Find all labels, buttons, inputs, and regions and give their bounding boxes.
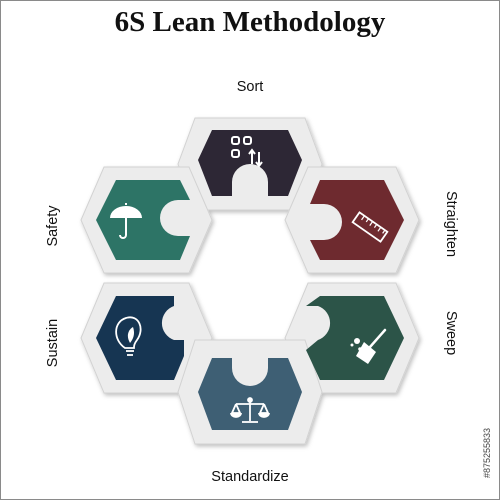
label-safety: Safety [45, 205, 61, 247]
safety-piece [96, 180, 190, 260]
hex-sustain-fill [96, 296, 184, 380]
ruler-icon [351, 211, 389, 243]
sweep-piece [306, 296, 404, 380]
lightbulb-leaf-icon [115, 316, 142, 356]
sort-piece [198, 130, 302, 196]
scales-icon [230, 397, 270, 423]
hex-straighten-fill [310, 180, 404, 260]
hex-sort-fill [198, 130, 302, 196]
broom-icon [350, 328, 387, 364]
label-sustain: Sustain [45, 318, 61, 368]
straighten-piece [310, 180, 404, 260]
sustain-piece [96, 296, 184, 380]
hex-sweep-fill [306, 296, 404, 380]
stock-id: #875255833 [482, 427, 492, 478]
umbrella-icon [110, 203, 142, 239]
label-sort: Sort [236, 79, 264, 95]
hex-standardize-fill [198, 358, 302, 430]
label-sweep: Sweep [443, 310, 459, 356]
standardize-piece [198, 358, 302, 430]
hex-safety-fill [96, 180, 190, 260]
label-straighten: Straighten [443, 190, 459, 258]
diagram-title: 6S Lean Methodology [114, 6, 386, 38]
label-standardize: Standardize [211, 469, 289, 485]
sort-icon [231, 136, 263, 168]
